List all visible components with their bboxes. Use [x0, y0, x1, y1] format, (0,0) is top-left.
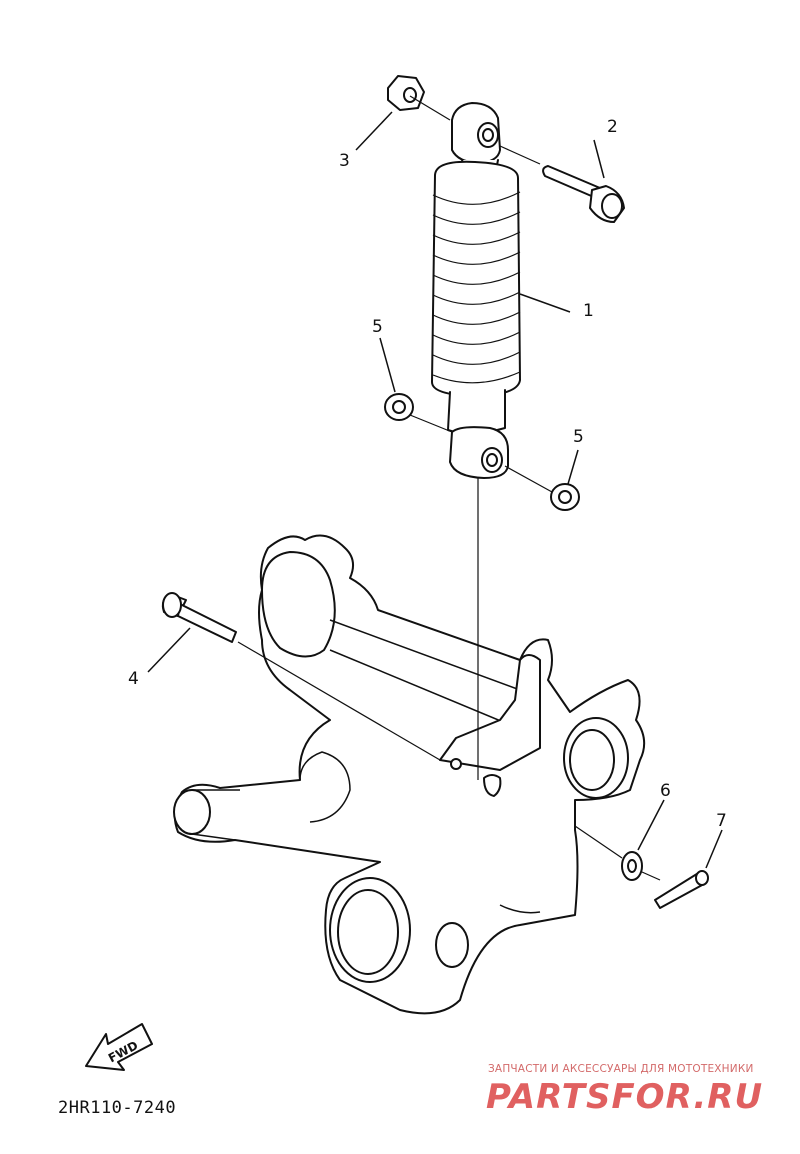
callout-6: 6 — [660, 781, 671, 801]
spring-coils — [432, 191, 521, 384]
callout-5-upper: 5 — [372, 317, 383, 337]
callout-1: 1 — [583, 301, 594, 321]
callout-4: 4 — [128, 669, 139, 689]
alignment-lines — [237, 95, 661, 881]
pivot-bolt-part-4 — [161, 592, 237, 643]
shock-absorber — [431, 102, 521, 479]
callout-3: 3 — [339, 151, 350, 171]
bolt-part-2 — [542, 165, 625, 223]
washer-part-5a — [384, 393, 414, 421]
fwd-arrow: FWD — [85, 1023, 153, 1071]
washer-part-5b — [550, 483, 580, 511]
swing-arm — [173, 534, 646, 1015]
diagram-code: 2HR110-7240 — [58, 1098, 176, 1118]
callout-7: 7 — [716, 811, 727, 831]
washer-part-6 — [621, 851, 643, 881]
callout-5-lower: 5 — [573, 427, 584, 447]
watermark-logo: PARTSFOR.RU — [486, 1077, 763, 1117]
leader-lines — [147, 111, 723, 869]
callout-2: 2 — [607, 117, 618, 137]
cotter-pin-part-7 — [654, 870, 709, 909]
nut-part-3 — [387, 75, 425, 111]
watermark-tagline: ЗАПЧАСТИ И АКСЕССУАРЫ ДЛЯ МОТОТЕХНИКИ — [488, 1063, 754, 1075]
